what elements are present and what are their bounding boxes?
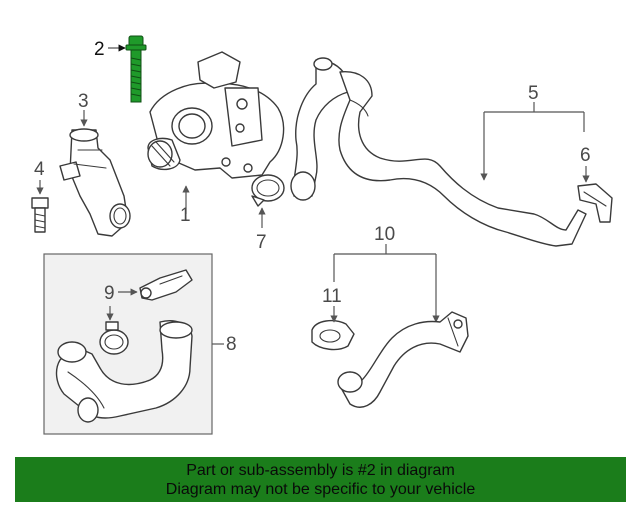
callout-3: 3 [78,91,89,112]
thermostat-part-3[interactable] [59,128,131,237]
bolt-part-2[interactable] [125,35,147,103]
hose-assembly-part-8[interactable] [55,320,193,423]
info-banner-line-1: Part or sub-assembly is #2 in diagram [186,462,455,479]
callout-9: 9 [104,283,115,304]
bracket-part-9[interactable] [139,269,193,301]
callout-6: 6 [580,145,591,166]
upper-hose[interactable] [290,57,587,247]
callout-7: 7 [256,232,267,253]
clamp-part-7[interactable] [251,174,285,207]
lower-hose-part-10[interactable] [337,311,469,408]
callout-5: 5 [528,83,539,104]
info-banner: Part or sub-assembly is #2 in diagram Di… [15,457,626,502]
clamp-part-11[interactable] [311,319,355,351]
callout-10: 10 [374,224,395,245]
callout-10-bracket [333,244,440,323]
water-pump-part-1[interactable] [147,51,285,179]
callout-4: 4 [34,159,45,180]
callout-5-bracket [480,102,585,181]
callout-2: 2 [94,39,105,60]
callout-11: 11 [322,286,342,307]
callout-8: 8 [226,334,237,355]
callout-1: 1 [180,205,191,226]
bolt-part-4[interactable] [31,197,49,233]
clip-part-6[interactable] [577,183,613,223]
info-banner-line-2: Diagram may not be specific to your vehi… [165,481,476,498]
